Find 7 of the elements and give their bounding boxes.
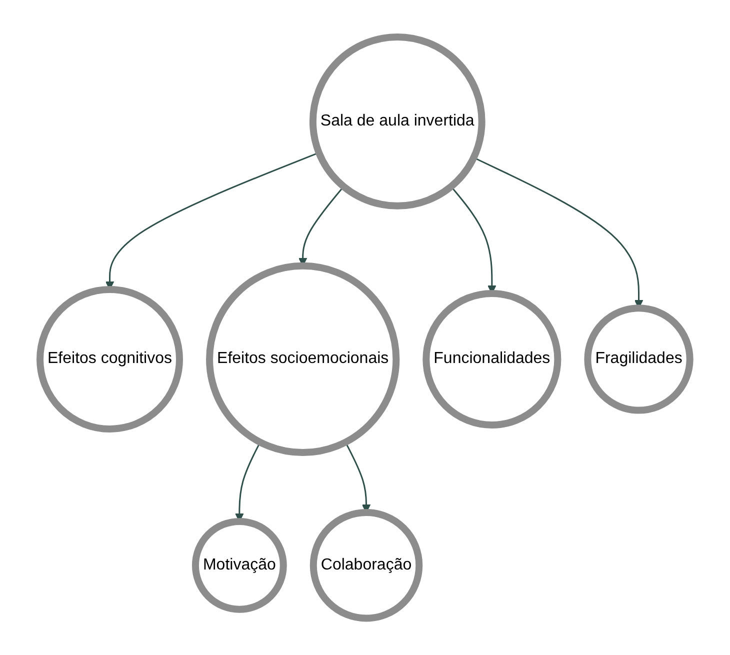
- node-circle: Efeitos cognitivos: [36, 286, 184, 432]
- node-circle: Sala de aula invertida: [310, 33, 486, 210]
- node-circle: Colaboração: [310, 508, 423, 622]
- node-circle: Funcionalidades: [422, 290, 562, 428]
- node-circle: Efeitos socioemocionais: [206, 262, 400, 456]
- node-circle: Fragilidades: [584, 304, 694, 414]
- node-circle: Motivação: [192, 518, 287, 613]
